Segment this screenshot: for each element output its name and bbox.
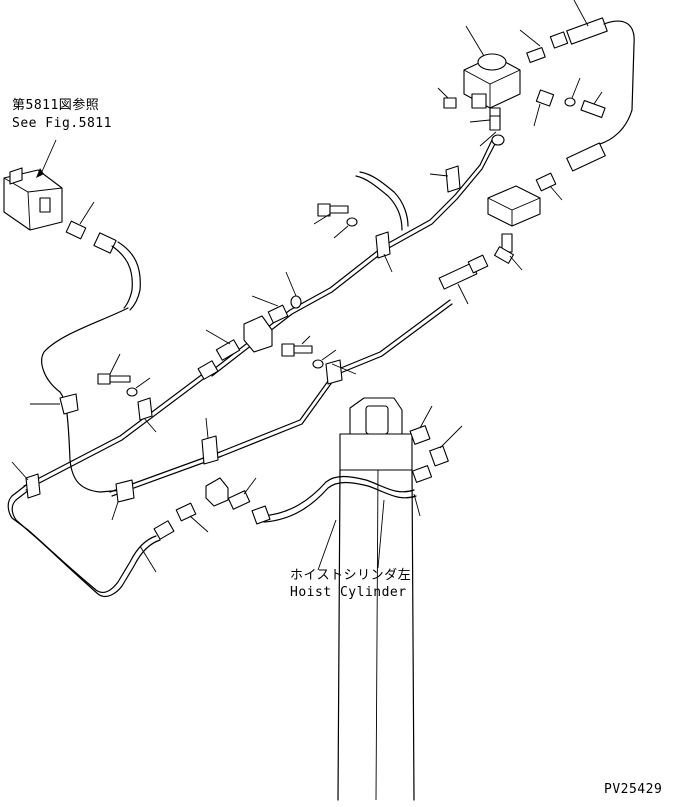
clamp-7	[375, 231, 393, 273]
hoist-cylinder-label-en: Hoist Cylinder	[290, 585, 407, 600]
bolt-upper	[313, 203, 349, 225]
cylinder-tube	[251, 475, 421, 525]
union-fitting-1	[197, 329, 241, 380]
drawing-code: PV25429	[604, 782, 663, 797]
lower-fittings	[139, 477, 257, 573]
see-fig-arrow	[36, 168, 44, 178]
right-hose	[535, 142, 606, 201]
long-pipe-upper	[23, 139, 497, 491]
pipe-nipple	[285, 271, 302, 309]
see-fig-label-jp: 第5811図参照	[12, 98, 100, 113]
see-fig-leader	[39, 139, 57, 177]
cylinder-fittings	[409, 405, 463, 483]
clamp-1	[30, 393, 79, 415]
bent-pipe-top	[355, 171, 409, 231]
clamp-4	[201, 417, 219, 465]
valve-assembly	[463, 25, 521, 123]
washer-mid	[312, 349, 337, 369]
clamp-8	[429, 165, 461, 193]
hoist-cylinder	[317, 397, 415, 801]
clamp-3	[137, 397, 157, 433]
hoist-cylinder-label-jp: ホイストシリンダ左	[290, 568, 412, 583]
elbow-right	[494, 233, 523, 271]
bracket-block	[3, 167, 63, 231]
clamp-2	[11, 461, 41, 499]
elbow-fitting	[65, 201, 95, 240]
long-pipe-lower	[7, 481, 175, 598]
connector-block-mid	[243, 295, 289, 353]
see-fig-label-en: See Fig.5811	[12, 116, 112, 131]
hose-left	[41, 232, 141, 493]
clamp-6	[325, 359, 357, 385]
valve-fittings	[437, 0, 635, 147]
hose-right-mid	[438, 254, 489, 305]
bolt-mid	[281, 335, 313, 357]
manifold-block-right	[487, 185, 541, 227]
washer-left	[126, 377, 151, 397]
washer-upper	[333, 217, 358, 239]
clamp-5	[111, 479, 135, 521]
bolt-left	[97, 353, 131, 385]
